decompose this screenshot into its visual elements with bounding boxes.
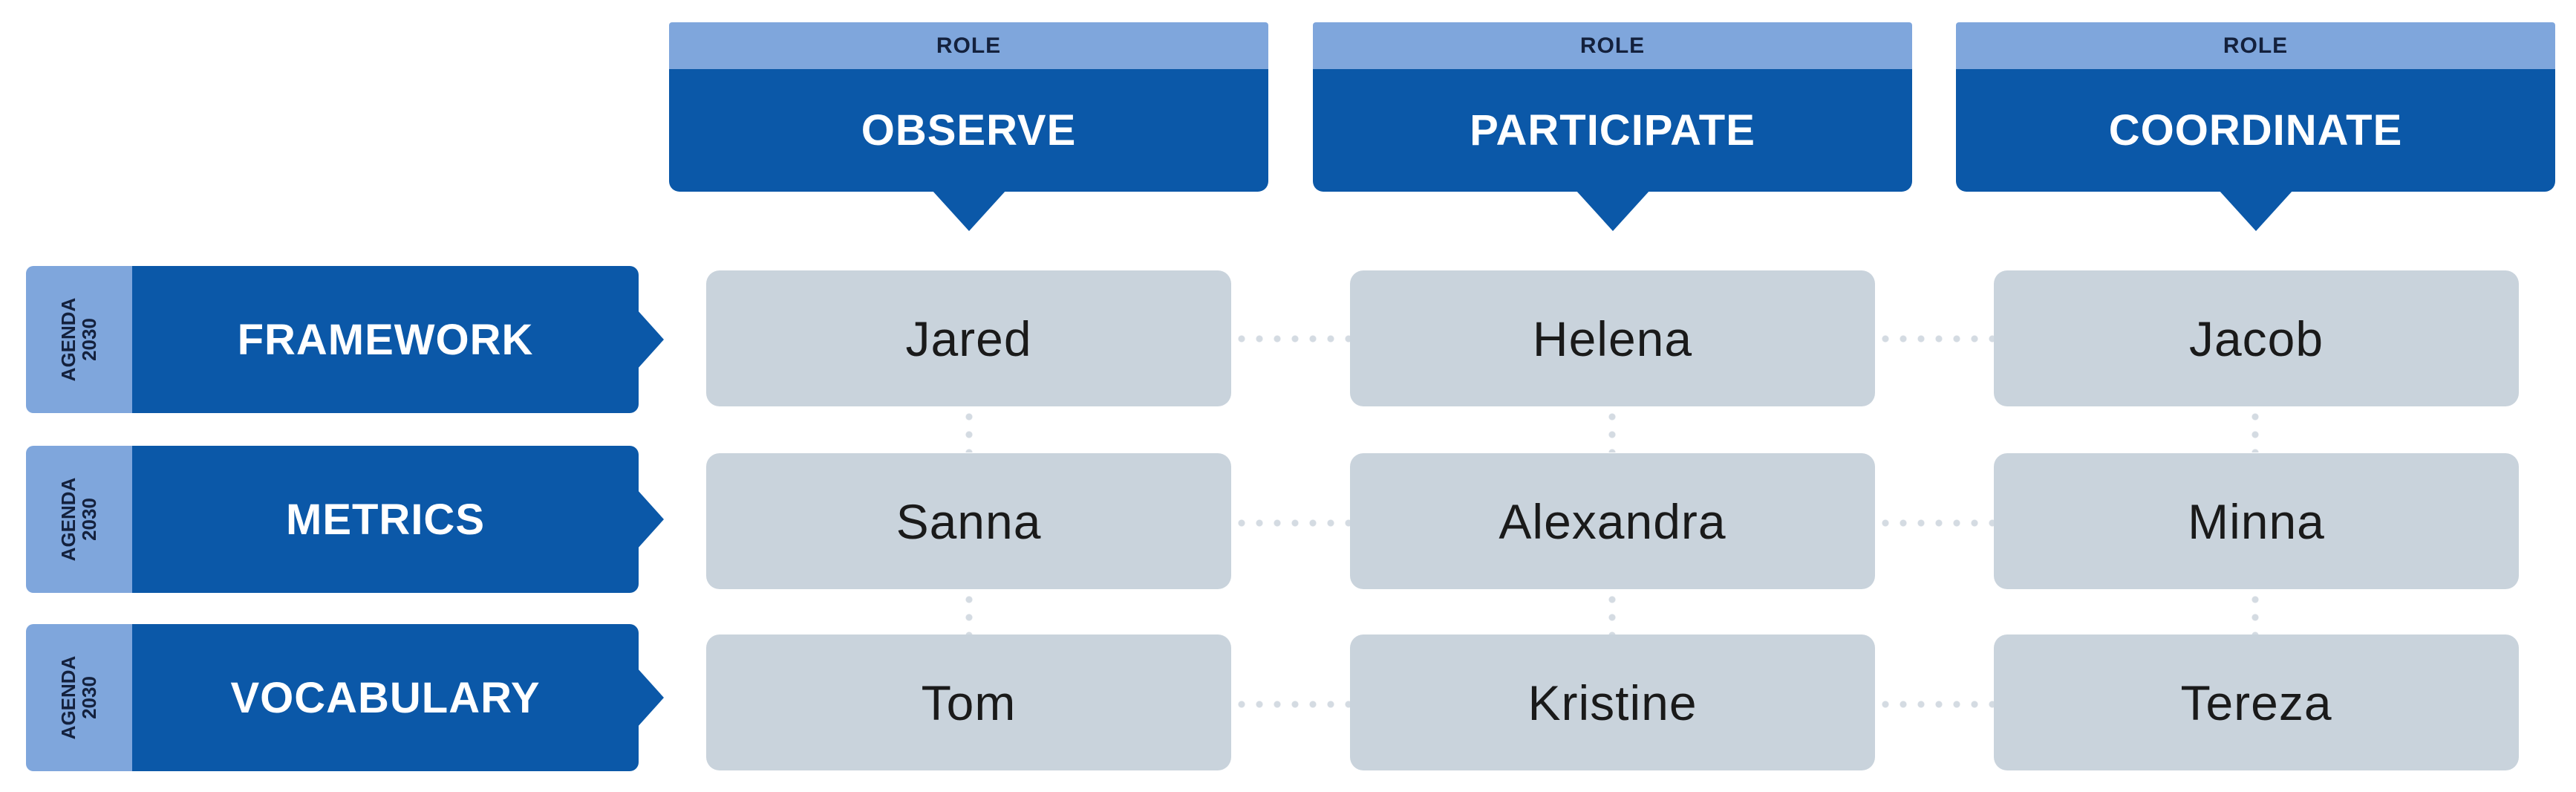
down-arrow-icon <box>1575 190 1650 231</box>
connector-col-1-b <box>965 591 973 635</box>
role-name: COORDINATE <box>1956 69 2555 192</box>
down-arrow-icon <box>2218 190 2293 231</box>
connector-col-2-a <box>1608 408 1616 452</box>
cell-metrics-participate: Alexandra <box>1350 453 1875 589</box>
cell-framework-observe: Jared <box>706 270 1231 406</box>
connector-row-1-b <box>1876 335 1994 343</box>
connector-row-2-a <box>1233 519 1350 527</box>
cell-metrics-observe: Sanna <box>706 453 1231 589</box>
cell-vocabulary-participate: Kristine <box>1350 634 1875 770</box>
connector-col-2-b <box>1608 591 1616 635</box>
role-name: PARTICIPATE <box>1313 69 1912 192</box>
right-arrow-icon <box>637 668 664 727</box>
connector-row-3-b <box>1876 701 1994 708</box>
column-header-observe: ROLE OBSERVE <box>669 22 1268 231</box>
connector-col-3-b <box>2251 591 2259 635</box>
agenda-tag: AGENDA 2030 <box>26 446 132 593</box>
column-header-coordinate: ROLE COORDINATE <box>1956 22 2555 231</box>
row-name: METRICS <box>132 446 639 593</box>
row-label-vocabulary: AGENDA 2030 VOCABULARY <box>26 624 664 771</box>
cell-vocabulary-observe: Tom <box>706 634 1231 770</box>
row-name: VOCABULARY <box>132 624 639 771</box>
cell-metrics-coordinate: Minna <box>1994 453 2519 589</box>
agenda-tag-line1: AGENDA <box>57 297 79 382</box>
row-label-framework: AGENDA 2030 FRAMEWORK <box>26 266 664 413</box>
cell-framework-participate: Helena <box>1350 270 1875 406</box>
agenda-tag-line1: AGENDA <box>57 477 79 562</box>
connector-row-3-a <box>1233 701 1350 708</box>
agenda-tag: AGENDA 2030 <box>26 266 132 413</box>
connector-row-2-b <box>1876 519 1994 527</box>
connector-col-1-a <box>965 408 973 452</box>
role-label: ROLE <box>669 22 1268 69</box>
role-label: ROLE <box>1313 22 1912 69</box>
cell-vocabulary-coordinate: Tereza <box>1994 634 2519 770</box>
agenda-tag-line2: 2030 <box>78 498 100 541</box>
down-arrow-icon <box>931 190 1006 231</box>
column-header-participate: ROLE PARTICIPATE <box>1313 22 1912 231</box>
right-arrow-icon <box>637 490 664 549</box>
agenda-tag-line1: AGENDA <box>57 655 79 740</box>
role-name: OBSERVE <box>669 69 1268 192</box>
cell-framework-coordinate: Jacob <box>1994 270 2519 406</box>
connector-row-1-a <box>1233 335 1350 343</box>
role-label: ROLE <box>1956 22 2555 69</box>
connector-col-3-a <box>2251 408 2259 452</box>
row-label-metrics: AGENDA 2030 METRICS <box>26 446 664 593</box>
agenda-tag-line2: 2030 <box>78 676 100 719</box>
agenda-tag-line2: 2030 <box>78 318 100 361</box>
row-name: FRAMEWORK <box>132 266 639 413</box>
agenda-tag: AGENDA 2030 <box>26 624 132 771</box>
right-arrow-icon <box>637 310 664 369</box>
